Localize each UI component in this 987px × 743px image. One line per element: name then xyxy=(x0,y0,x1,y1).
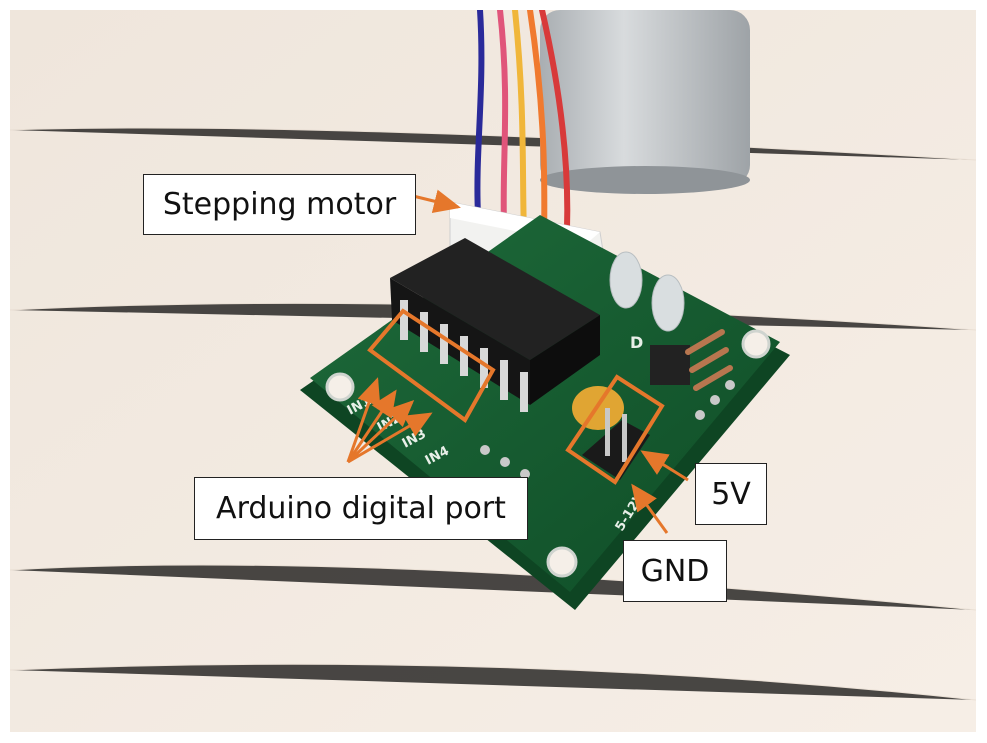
capacitor xyxy=(572,386,624,430)
driver-board-photo: IN1 IN2 IN3 IN4 5-12V D xyxy=(10,10,976,732)
stepper-motor xyxy=(540,10,750,194)
leds xyxy=(609,251,685,332)
resistors xyxy=(685,329,733,391)
photo-frame: IN1 IN2 IN3 IN4 5-12V D xyxy=(10,10,976,732)
five-v-label: 5V xyxy=(695,463,767,525)
arduino-digital-port-label: Arduino digital port xyxy=(194,477,528,540)
stepping-motor-label: Stepping motor xyxy=(143,174,416,235)
gnd-label: GND xyxy=(623,540,727,602)
svg-text:D: D xyxy=(630,333,643,352)
